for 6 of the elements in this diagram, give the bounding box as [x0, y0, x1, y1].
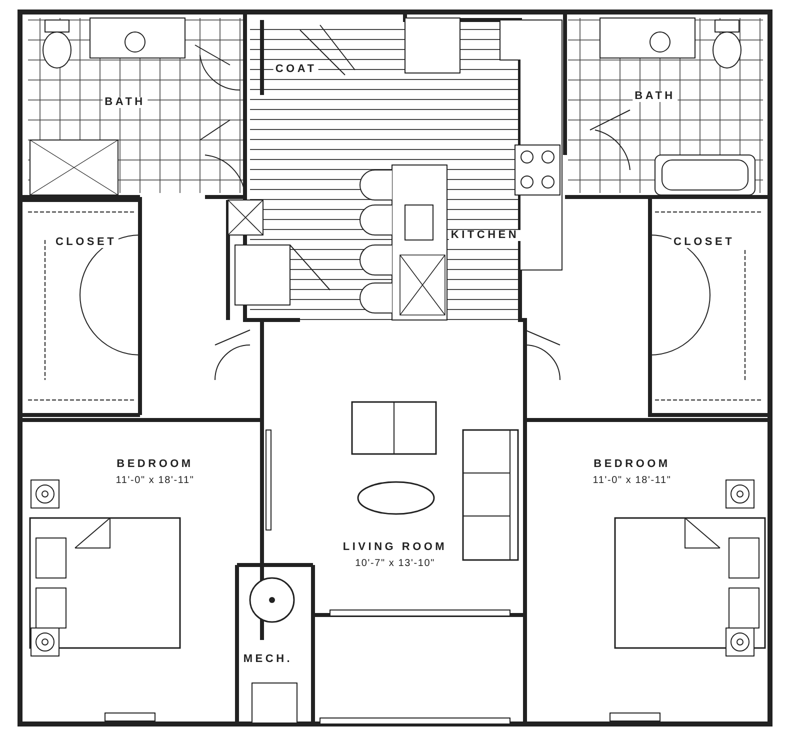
room-label: BATH [632, 91, 678, 102]
room-dimension: 10'-7" x 13'-10" [353, 559, 437, 569]
room-label: BATH [102, 97, 148, 108]
room-label: KITCHEN [448, 230, 522, 241]
room-label: COAT [273, 64, 319, 75]
room-label: CLOSET [53, 237, 119, 248]
